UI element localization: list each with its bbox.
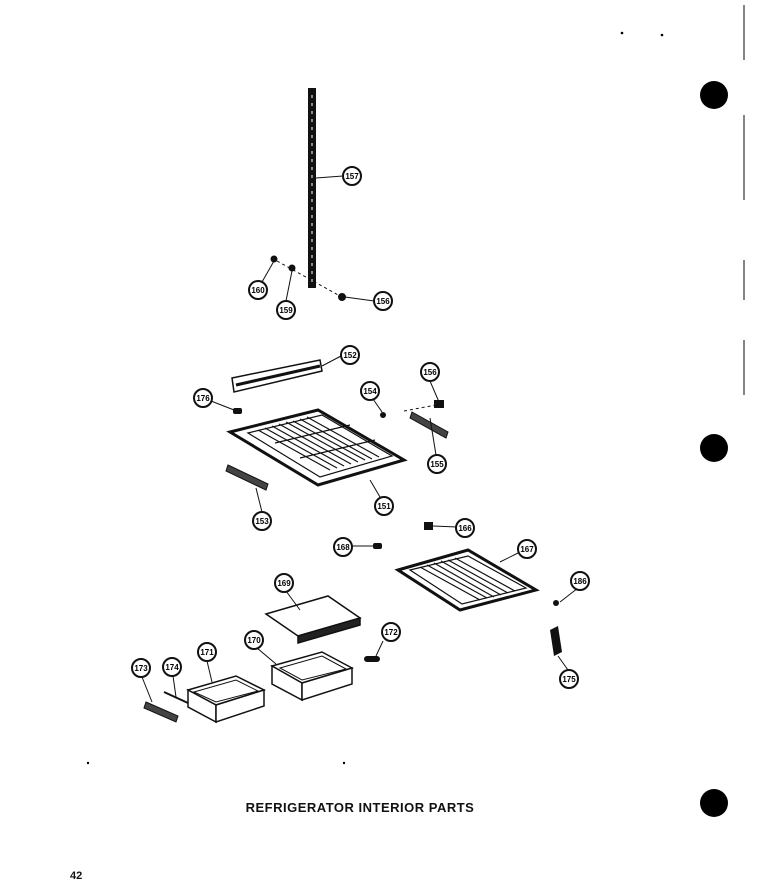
callout-154: 154 xyxy=(360,381,380,401)
callout-label: 166 xyxy=(458,524,472,533)
callout-label: 168 xyxy=(336,543,350,552)
callout-170: 170 xyxy=(244,630,264,650)
shelf-front-trim xyxy=(231,359,323,393)
callout-158: 156 xyxy=(373,291,393,311)
crisper-drawer-left xyxy=(186,675,266,724)
callout-172: 172 xyxy=(381,622,401,642)
callout-166: 166 xyxy=(455,518,475,538)
callout-label: 173 xyxy=(134,664,148,673)
callout-171: 171 xyxy=(197,642,217,662)
punch-hole-bottom xyxy=(700,789,728,817)
callout-label: 169 xyxy=(277,579,291,588)
crisper-cover xyxy=(264,595,362,644)
cover-support xyxy=(364,626,562,662)
callout-label: 175 xyxy=(562,675,576,684)
callout-168: 168 xyxy=(333,537,353,557)
callout-151: 151 xyxy=(374,496,394,516)
wire-shelf xyxy=(394,548,540,612)
callout-label: 160 xyxy=(251,286,265,295)
stray-dots xyxy=(86,31,664,765)
shelf-support-rail xyxy=(308,88,316,288)
callout-label: 152 xyxy=(343,351,357,360)
callout-155: 155 xyxy=(427,454,447,474)
callout-174: 174 xyxy=(162,657,182,677)
callout-label: 153 xyxy=(255,517,269,526)
page-number: 42 xyxy=(70,870,83,882)
crisper-drawer-right xyxy=(270,651,354,702)
callout-label: 172 xyxy=(384,628,398,637)
callout-175: 175 xyxy=(559,669,579,689)
callout-173: 173 xyxy=(131,658,151,678)
main-shelf xyxy=(226,408,408,487)
callout-157: 157 xyxy=(342,166,362,186)
left-shelf-bracket xyxy=(225,464,269,491)
callout-153: 153 xyxy=(252,511,272,531)
callout-159: 159 xyxy=(276,300,296,320)
diagram-caption: REFRIGERATOR INTERIOR PARTS xyxy=(245,800,475,815)
drawer-slide-rails xyxy=(143,691,189,723)
callout-152: 152 xyxy=(340,345,360,365)
callout-186: 186 xyxy=(570,571,590,591)
callout-label: 155 xyxy=(430,460,444,469)
callout-label: 157 xyxy=(345,172,359,181)
callout-label: 159 xyxy=(279,306,293,315)
callout-label: 156 xyxy=(376,297,390,306)
callout-label: 170 xyxy=(247,636,261,645)
callout-label: 151 xyxy=(377,502,391,511)
shelf-clips xyxy=(233,400,444,418)
callout-label: 171 xyxy=(200,648,214,657)
callout-167: 167 xyxy=(517,539,537,559)
callout-label: 186 xyxy=(573,577,587,586)
callout-label: 167 xyxy=(520,545,534,554)
leader-lines xyxy=(141,175,579,703)
callout-160: 160 xyxy=(248,280,268,300)
wire-shelf-clips xyxy=(373,522,559,606)
callout-label: 174 xyxy=(165,663,179,672)
callout-156: 156 xyxy=(420,362,440,382)
punch-hole-middle xyxy=(700,434,728,462)
callout-178: 178 xyxy=(0,0,14,2)
callout-176: 176 xyxy=(193,388,213,408)
callout-169: 169 xyxy=(274,573,294,593)
right-shelf-bracket xyxy=(409,411,449,439)
callout-label: 154 xyxy=(363,387,377,396)
callout-label: 156 xyxy=(423,368,437,377)
punch-hole-top xyxy=(700,81,728,109)
callout-label: 176 xyxy=(196,394,210,403)
